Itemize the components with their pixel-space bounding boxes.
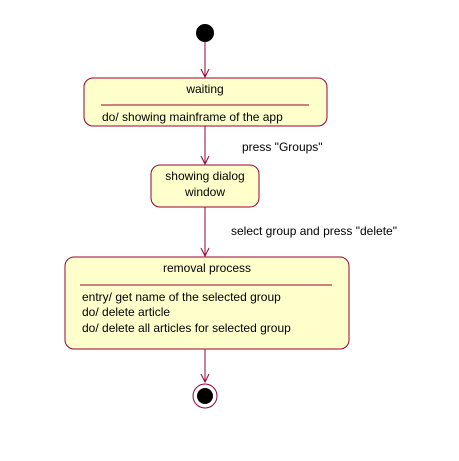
state-showing-dialog-name-line2: window — [184, 185, 225, 199]
state-showing-dialog-name-line1: showing dialog — [165, 169, 244, 183]
state-removal-activity-entry: entry/ get name of the selected group — [82, 290, 281, 304]
state-removal-process-name: removal process — [163, 261, 251, 275]
state-removal-activity-delete-article: do/ delete article — [82, 305, 170, 319]
state-waiting-name: waiting — [185, 82, 223, 96]
state-waiting-activity: do/ showing mainframe of the app — [102, 110, 283, 124]
state-showing-dialog: showing dialog window — [150, 164, 260, 208]
state-removal-process-box — [64, 256, 350, 350]
state-removal-activity-delete-all: do/ delete all articles for selected gro… — [82, 321, 291, 335]
state-removal-process: removal process entry/ get name of the s… — [64, 256, 350, 350]
final-node-core — [197, 388, 213, 404]
transition-label-press-groups: press "Groups" — [242, 140, 323, 154]
initial-node — [196, 24, 214, 42]
final-node — [192, 383, 218, 409]
transition-label-select-delete: select group and press "delete" — [231, 224, 397, 238]
state-waiting: waiting do/ showing mainframe of the app — [83, 77, 328, 127]
